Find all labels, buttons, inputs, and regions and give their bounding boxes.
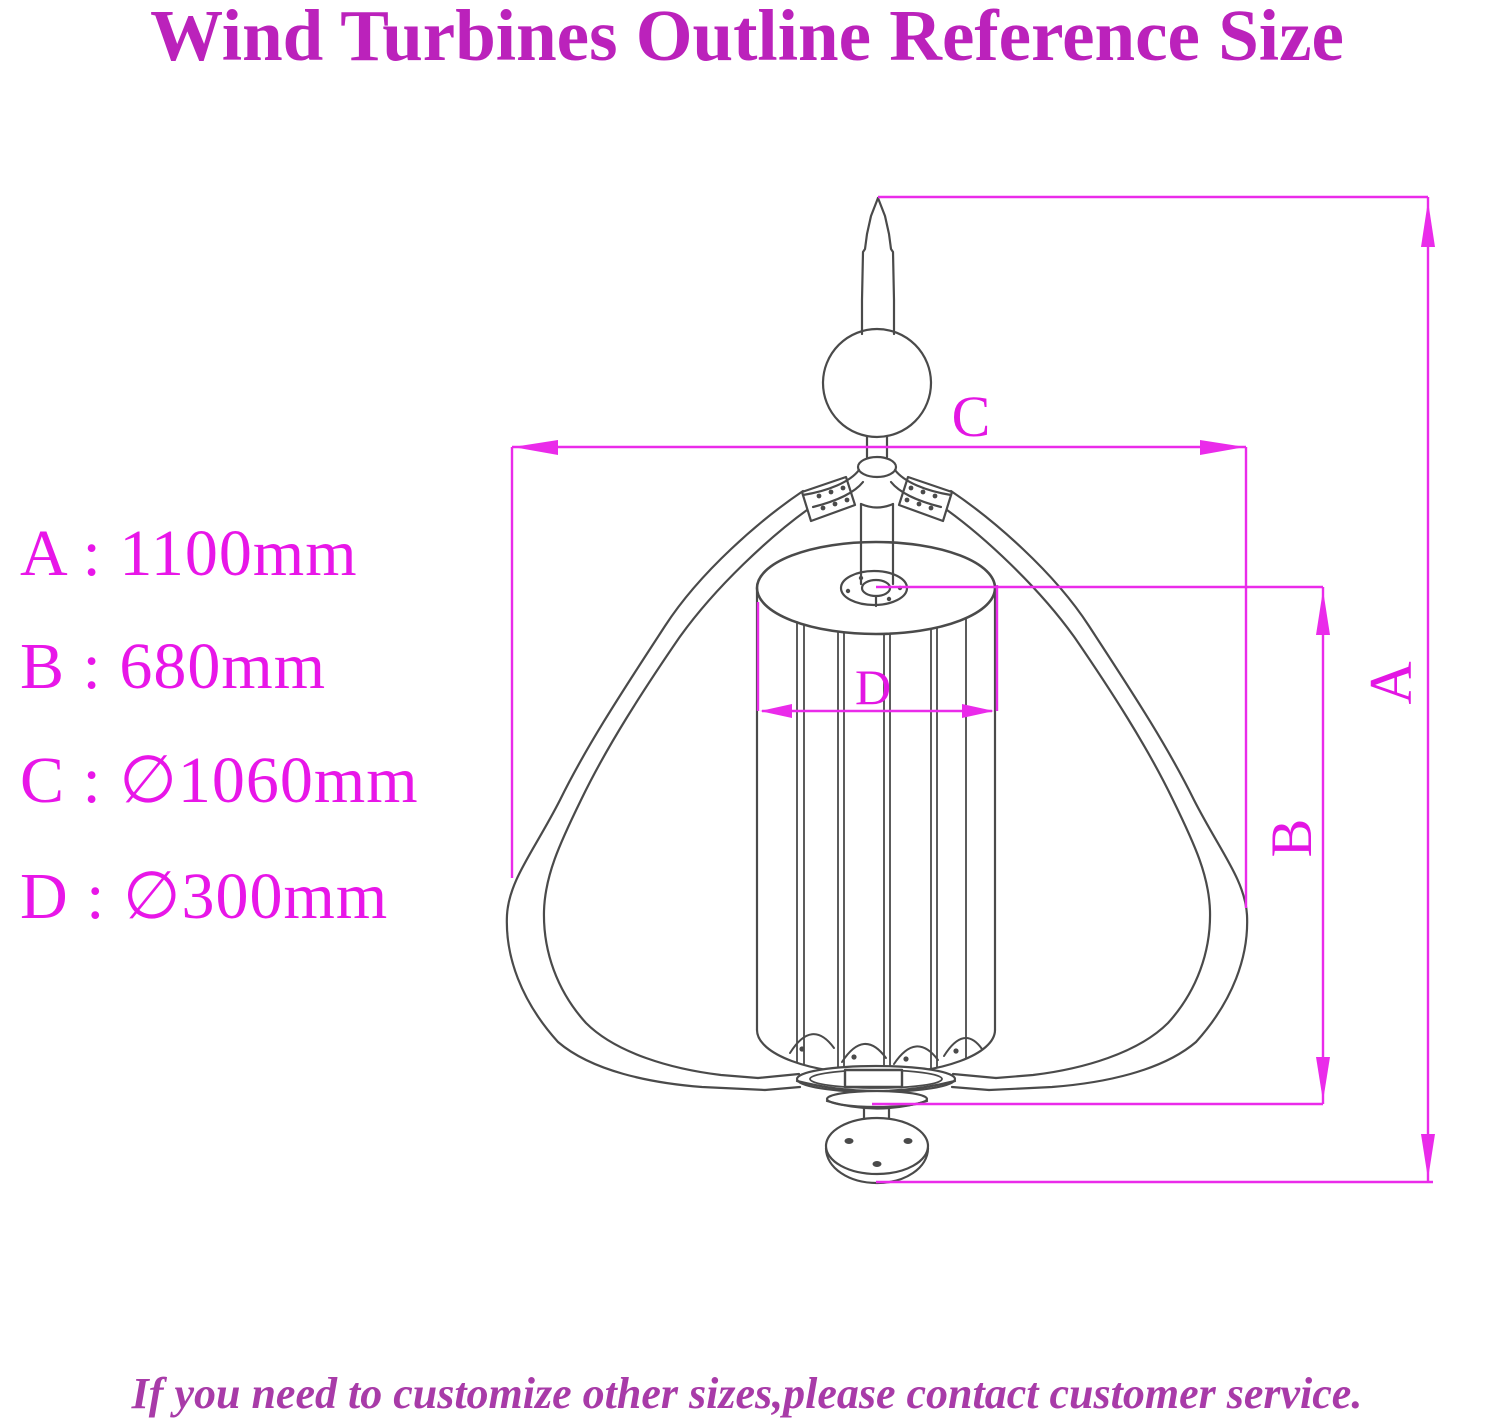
dimension-label-a: A : 1100mm [20,517,358,590]
dimension-label-b: B : 680mm [20,630,327,703]
base-mount [824,1105,930,1185]
page-title: Wind Turbines Outline Reference Size [150,0,1344,76]
dimension-label-c: C : ∅1060mm [20,744,419,817]
dimension-line-c [510,440,1248,908]
footer-note: If you need to customize other sizes,ple… [131,1369,1363,1418]
dimension-line-a [876,195,1435,1184]
outer-blade-left [505,489,809,1092]
inner-blade-lines [796,617,967,1074]
dimension-line-b [872,585,1330,1106]
bottom-flange [756,1064,998,1110]
turbine-spike [860,196,896,336]
blade-scoops [789,1033,983,1065]
turbine-ball [821,327,933,439]
dimension-line-d [756,585,999,718]
hub-assembly [800,434,954,586]
bolt-holes [844,1138,913,1167]
outer-blade-right [945,489,1249,1092]
dim-letter-d: D [855,659,891,715]
dim-letter-b: B [1259,819,1324,858]
rotor-cylinder [755,540,997,1076]
dim-letter-c: C [952,384,991,449]
dim-letter-a: A [1358,661,1424,704]
rivet-dots [816,485,938,511]
dimension-label-d: D : ∅300mm [20,860,389,933]
